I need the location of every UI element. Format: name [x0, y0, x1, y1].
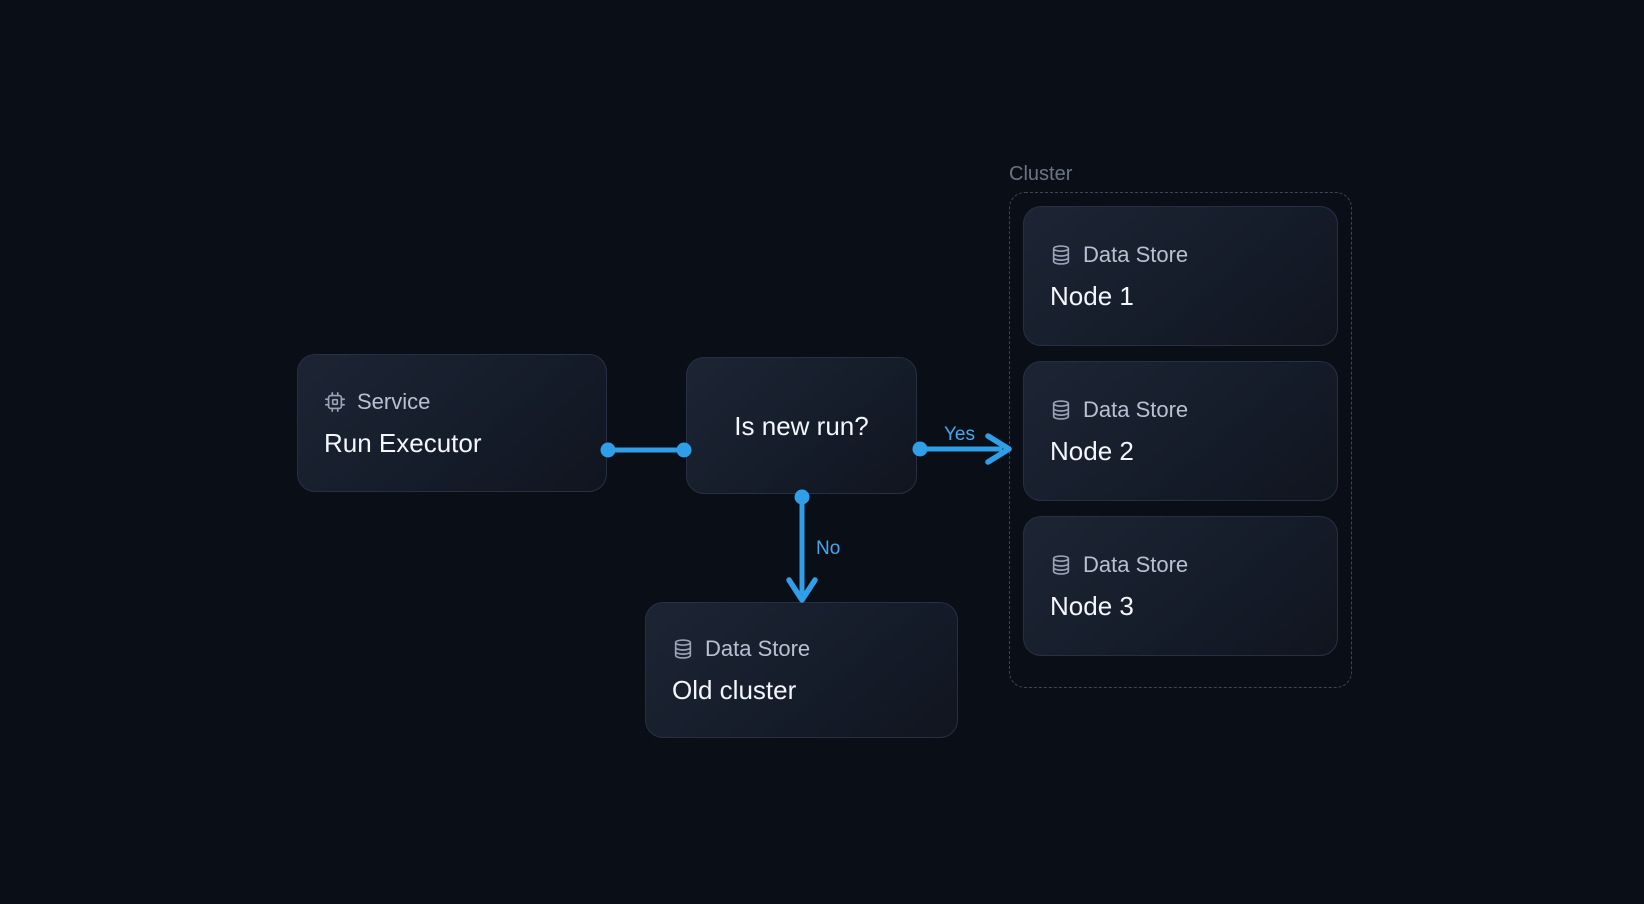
edge-label-yes: Yes: [944, 424, 975, 445]
edge-service-to-decision[interactable]: [600, 442, 692, 458]
node-type-label: Data Store: [1083, 551, 1189, 577]
node-title: Node 2: [1050, 435, 1134, 466]
database-icon: [1052, 554, 1070, 575]
cluster-group[interactable]: Data Store Node 1 Data Store Node 2: [1009, 192, 1352, 688]
node-type-row: Data Store: [1050, 552, 1311, 578]
edge-decision-no-to-old-cluster[interactable]: [786, 489, 818, 603]
node-type-label: Data Store: [1083, 241, 1189, 267]
node-type-label: Data Store: [1083, 396, 1189, 422]
node-run-executor[interactable]: Service Run Executor: [297, 354, 607, 492]
node-type-row: Data Store: [1050, 242, 1311, 268]
node-type-row: Data Store: [672, 636, 931, 662]
database-icon: [674, 638, 692, 659]
node-type-row: Service: [324, 389, 580, 415]
cluster-label: Cluster: [1009, 163, 1073, 185]
node-cluster-node-1[interactable]: Data Store Node 1: [1023, 206, 1338, 346]
node-title: Node 3: [1050, 590, 1134, 621]
node-type-label: Service: [357, 388, 431, 414]
cpu-icon: [325, 391, 345, 412]
node-title: Run Executor: [324, 427, 482, 458]
node-title: Is new run?: [734, 410, 869, 441]
edge-decision-yes-to-cluster[interactable]: [912, 433, 1012, 465]
node-type-row: Data Store: [1050, 397, 1311, 423]
edge-label-no: No: [816, 538, 841, 559]
database-icon: [1052, 399, 1070, 420]
node-type-label: Data Store: [705, 635, 811, 661]
node-old-cluster[interactable]: Data Store Old cluster: [645, 602, 958, 738]
node-is-new-run[interactable]: Is new run?: [686, 357, 917, 494]
node-title: Node 1: [1050, 280, 1134, 311]
node-cluster-node-3[interactable]: Data Store Node 3: [1023, 516, 1338, 656]
node-cluster-node-2[interactable]: Data Store Node 2: [1023, 361, 1338, 501]
database-icon: [1052, 244, 1070, 265]
node-title: Old cluster: [672, 674, 797, 705]
